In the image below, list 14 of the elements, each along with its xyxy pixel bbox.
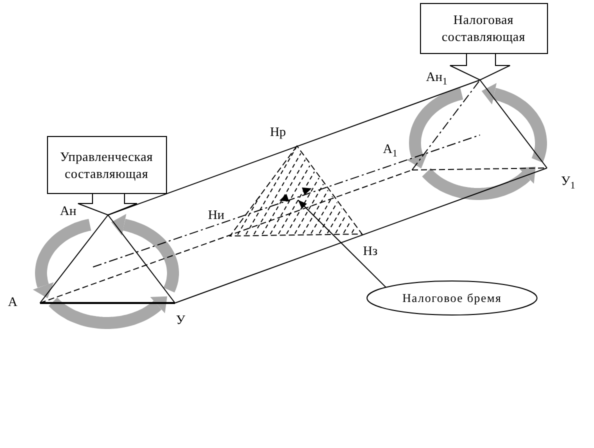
leader-arrow (298, 200, 386, 288)
hatched-triangle (229, 145, 363, 237)
vertex-label: Нз (363, 243, 378, 258)
vertex-label: У$_{1}$ (561, 173, 576, 188)
ellipse-text: Налоговое бремя (402, 291, 502, 305)
vertex-label: Ан$_{1}$ (426, 69, 448, 84)
callout-text: Управленческая составляющая (59, 148, 154, 182)
oval-callout (366, 280, 538, 316)
vertex-label: А (8, 294, 18, 309)
vertex-label: Нр (270, 124, 286, 139)
vertex-label: Ни (208, 207, 224, 222)
callout-text: Налоговая составляющая (440, 11, 526, 45)
vertex-label: А$_{1}$ (383, 141, 398, 156)
callout-box (46, 135, 167, 216)
